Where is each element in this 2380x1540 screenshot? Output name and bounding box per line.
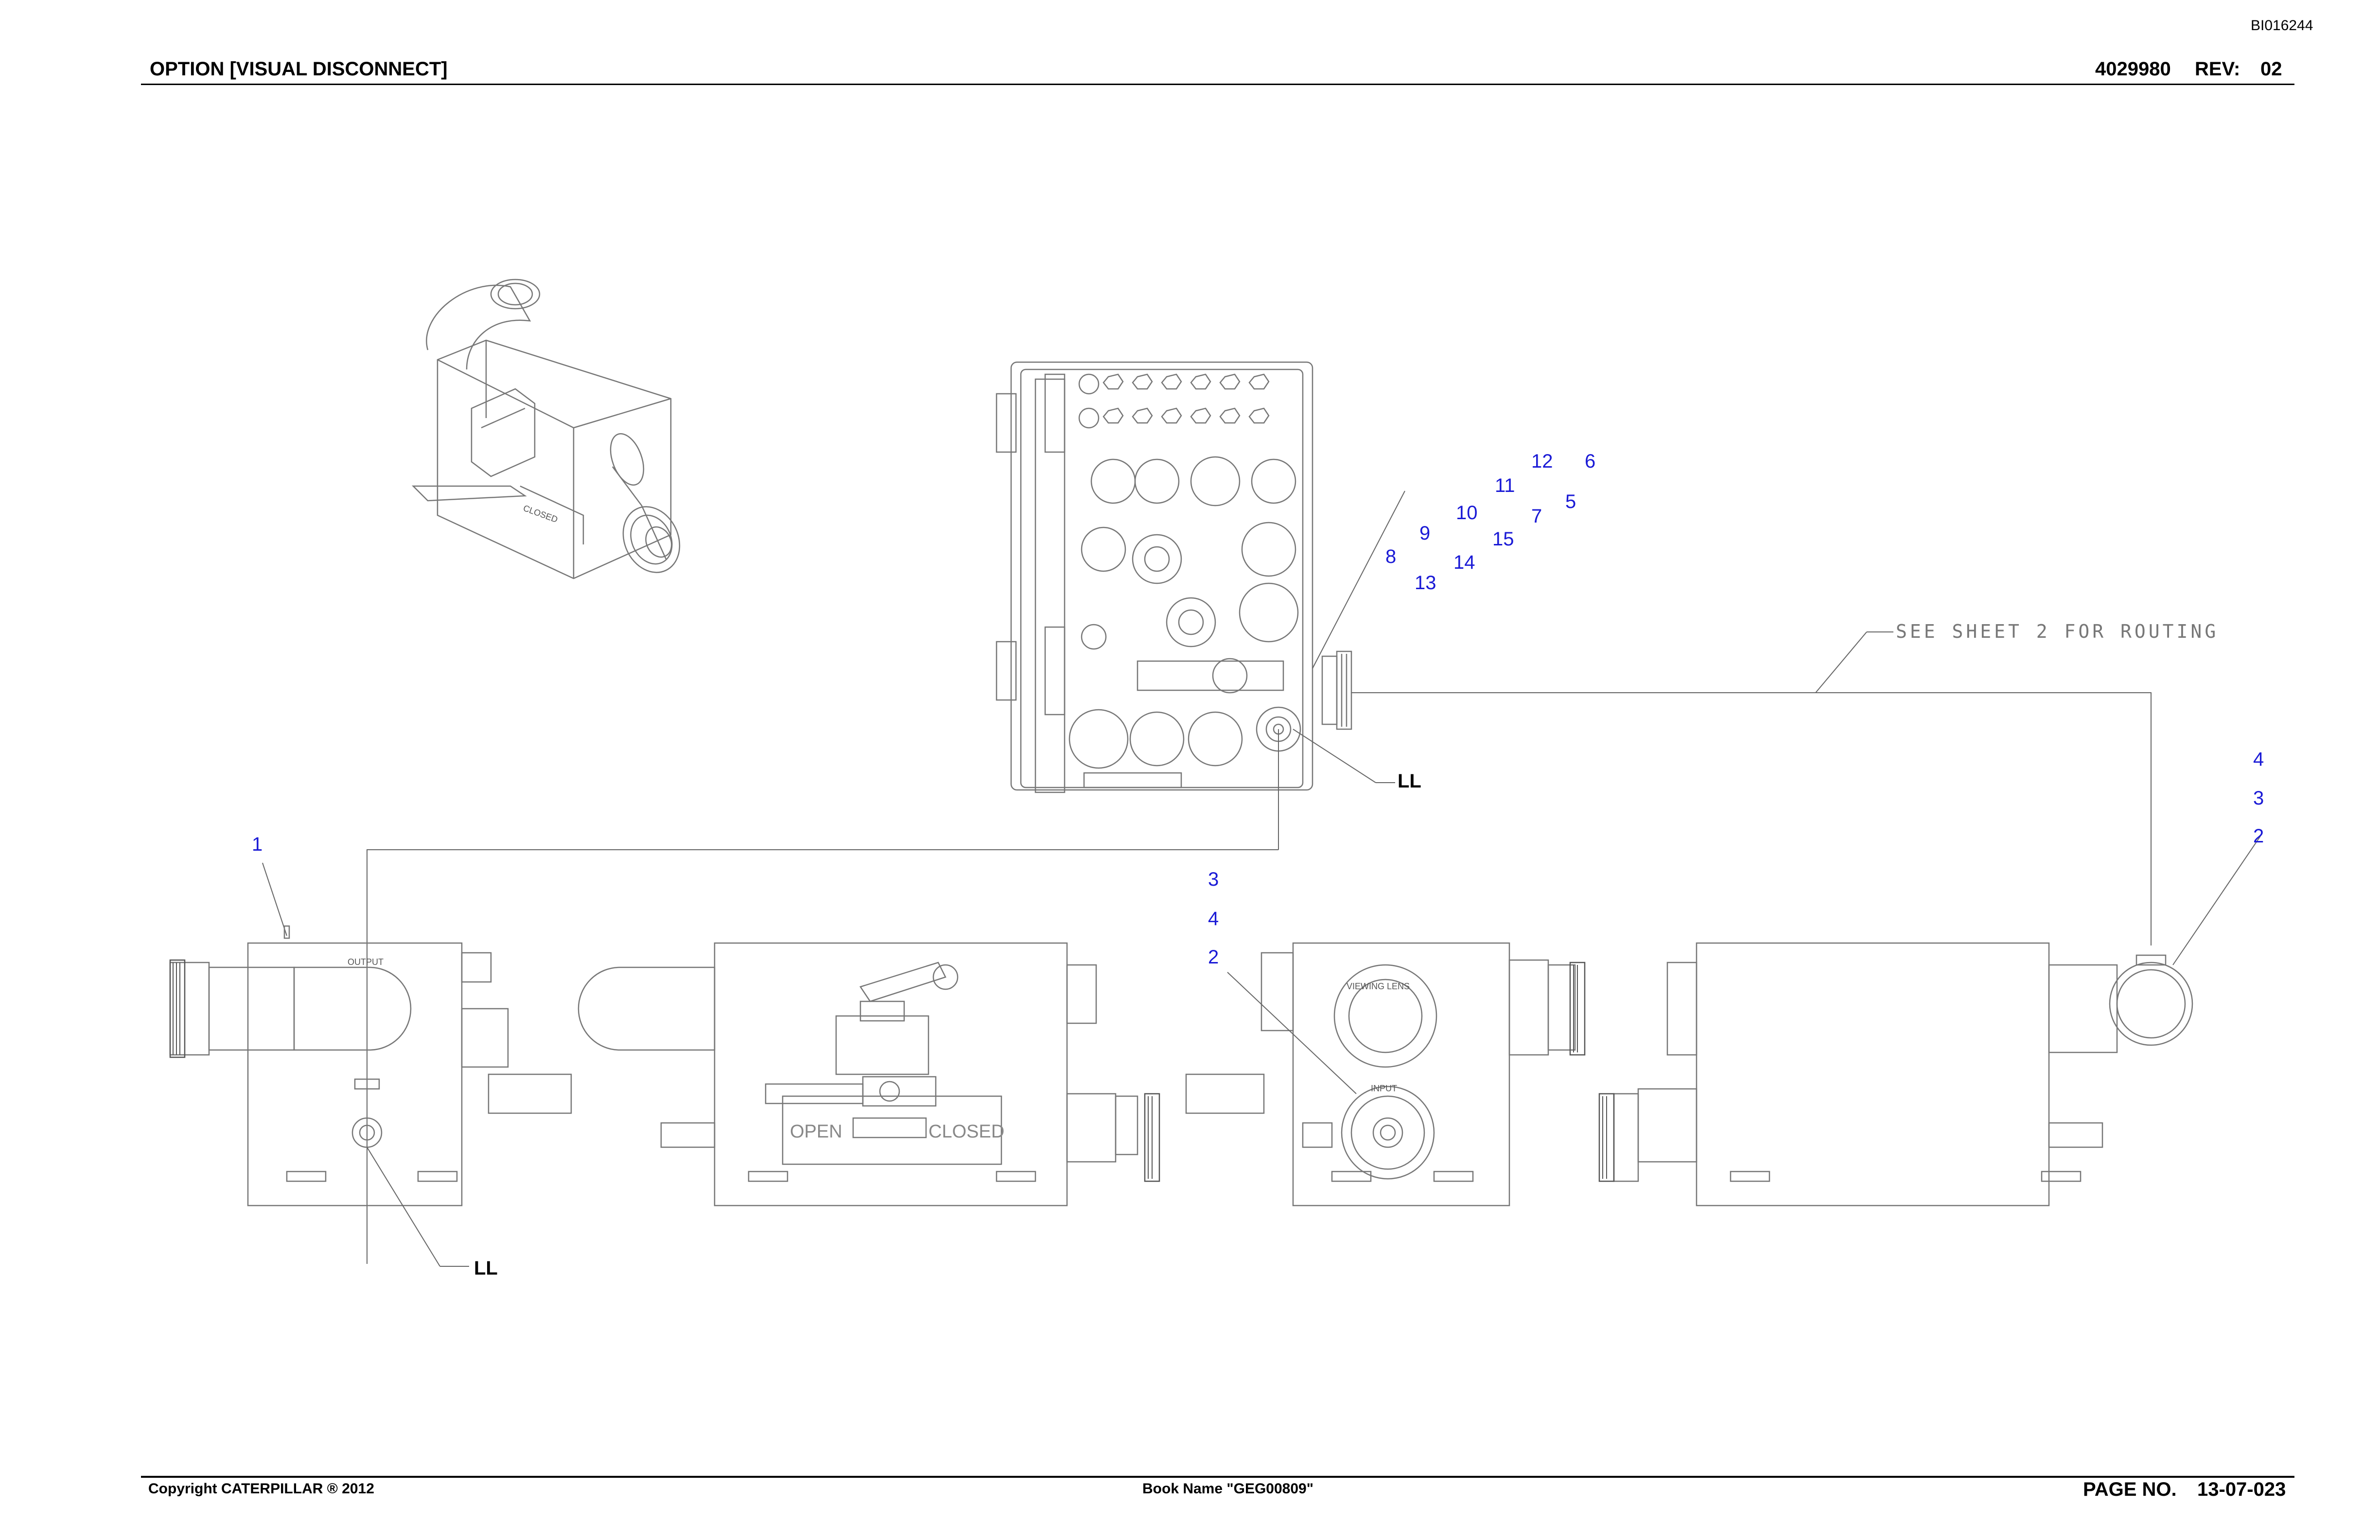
- footer-rule: [141, 1476, 2294, 1478]
- knurled-connectors: [169, 959, 1615, 1182]
- callout-9: 9: [1419, 523, 1430, 544]
- view-input-side: VIEWING LENS INPUT: [1185, 942, 1576, 1207]
- callout-6: 6: [1585, 451, 1595, 472]
- callout-4-center: 4: [1208, 908, 1219, 929]
- doc-id: BI016244: [2251, 18, 2313, 34]
- callout-2-right: 2: [2253, 825, 2264, 847]
- ll-tag-bottom: LL: [474, 1258, 498, 1279]
- routing-cable: [367, 490, 2152, 1264]
- callout-3-center: 3: [1208, 869, 1219, 890]
- callout-7: 7: [1531, 506, 1542, 527]
- callout-1: 1: [252, 834, 262, 855]
- view-open-closed: OPEN CLOSED: [578, 942, 1138, 1207]
- callout-8: 8: [1385, 546, 1396, 567]
- ll-tag-top: LL: [1398, 770, 1421, 792]
- rev-label: REV:: [2195, 58, 2240, 80]
- callout-14: 14: [1453, 552, 1475, 573]
- callout-5: 5: [1565, 491, 1576, 512]
- callout-10: 10: [1456, 502, 1478, 524]
- rev-value: 02: [2260, 58, 2282, 80]
- callout-13: 13: [1415, 572, 1436, 594]
- callout-12: 12: [1531, 451, 1553, 472]
- bolt-circles: [1068, 373, 1301, 769]
- callout-4-right: 4: [2253, 749, 2264, 770]
- closed-label: CLOSED: [928, 1121, 1004, 1142]
- header-rule: [141, 84, 2294, 85]
- hex-nut-grid: [1102, 373, 1270, 424]
- enclosure-panel: [996, 361, 1352, 793]
- page-number: 13-07-023: [2197, 1479, 2286, 1500]
- view-right-side: [1613, 836, 2261, 1207]
- callout-15: 15: [1492, 528, 1514, 550]
- input-label: INPUT: [1371, 1084, 1397, 1093]
- page-title: OPTION [VISUAL DISCONNECT]: [150, 58, 448, 80]
- viewing-lens-label: VIEWING LENS: [1347, 981, 1410, 991]
- closed-iso-label: CLOSED: [522, 503, 559, 525]
- part-number: 4029980: [2095, 58, 2171, 80]
- routing-note: SEE SHEET 2 FOR ROUTING: [1896, 621, 2219, 642]
- copyright: Copyright CATERPILLAR ® 2012: [148, 1481, 374, 1497]
- output-label: OUTPUT: [348, 957, 384, 967]
- book-name: Book Name "GEG00809": [1142, 1481, 1313, 1497]
- callout-3-right: 3: [2253, 788, 2264, 809]
- callout-2-center: 2: [1208, 946, 1219, 968]
- page-label: PAGE NO.: [2083, 1479, 2177, 1500]
- isometric-disconnect-view: CLOSED: [411, 279, 681, 579]
- open-label: OPEN: [790, 1121, 842, 1142]
- view-output-side: OUTPUT: [169, 862, 572, 1267]
- callout-11: 11: [1495, 475, 1515, 496]
- callout-numbers: 12 6 11 5 10 7 9 15 8 14 13 4 3 2 1 3 4 …: [252, 451, 2264, 968]
